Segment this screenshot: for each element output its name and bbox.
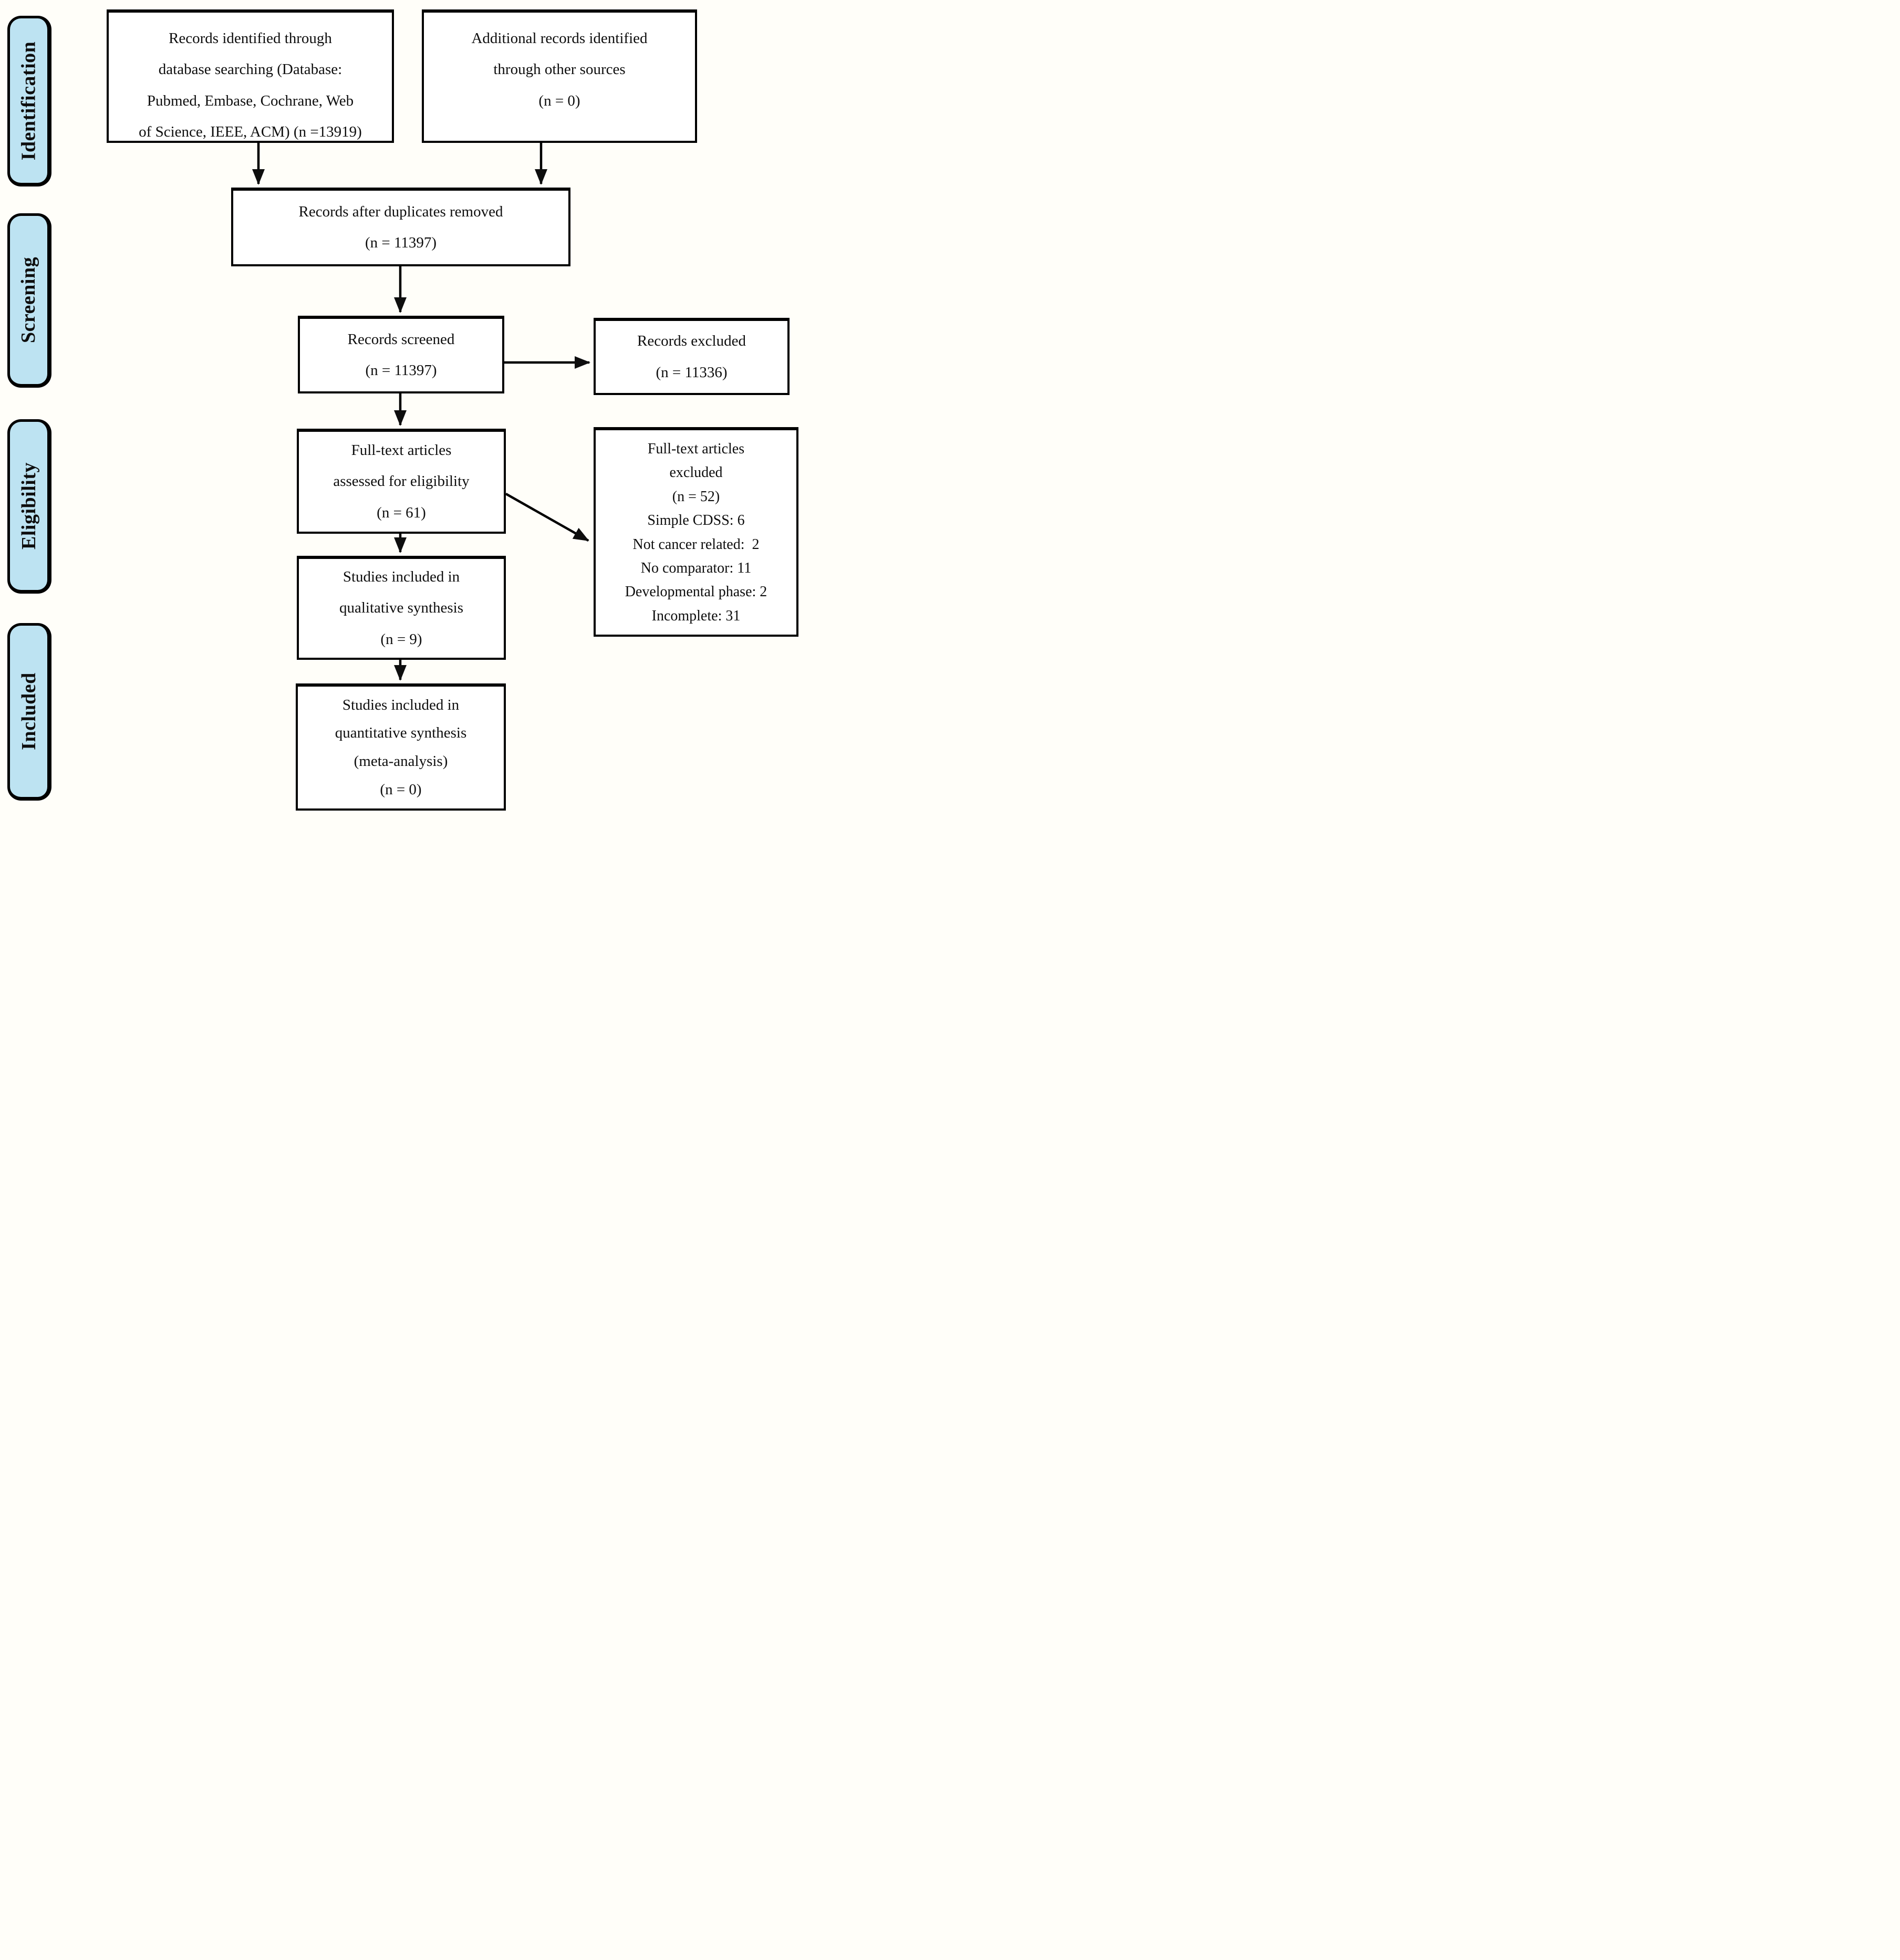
text-line: quantitative synthesis [335,724,467,742]
box-records-screened: Records screened (n = 11397) [298,316,504,393]
text-line: through other sources [493,61,626,78]
text-line: Not cancer related: 2 [632,536,760,553]
text-line: Additional records identified [471,30,648,47]
text-line: Studies included in [342,568,460,585]
stage-label: Included [17,672,40,750]
text-line: (n = 0) [538,92,580,109]
text-line: Records screened [347,330,455,348]
text-line: (n = 61) [377,504,426,521]
text-line: (n = 0) [380,781,422,798]
box-fulltext-assessed-for-eligibility: Full-text articles assessed for eligibili… [297,429,506,534]
text-line: (meta-analysis) [354,753,448,770]
arrow-fulltext-to-fulltext-excluded [505,493,589,542]
stage-label: Identification [17,41,40,160]
text-line: Records after duplicates removed [298,203,503,220]
box-records-excluded: Records excluded (n = 11336) [594,318,790,395]
stage-label: Eligibility [17,462,40,549]
text-line: Full-text articles [647,441,745,458]
box-studies-qualitative-synthesis: Studies included in qualitative synthesis… [297,556,506,660]
stage-eligibility: Eligibility [7,419,51,594]
box-studies-quantitative-synthesis: Studies included in quantitative synthesi… [296,683,506,811]
stage-screening: Screening [7,213,51,388]
text-line: (n = 9) [380,630,422,648]
text-line: Pubmed, Embase, Cochrane, Web [147,92,354,109]
box-additional-records-other-sources: Additional records identified through oth… [422,9,697,143]
text-line: Records excluded [637,333,746,350]
text-line: (n = 52) [672,488,720,505]
text-line: (n = 11336) [656,364,728,381]
box-records-identified-database-searching: Records identified through database searc… [107,9,394,143]
text-line: database searching (Database: [158,61,342,78]
text-line: Incomplete: 31 [651,607,741,624]
text-line: qualitative synthesis [339,599,463,617]
text-line: Simple CDSS: 6 [647,512,745,529]
stage-included: Included [7,623,51,801]
text-line: of Science, IEEE, ACM) (n =13919) [139,123,362,141]
text-line: No comparator: 11 [640,559,752,576]
text-line: (n = 11397) [365,234,437,251]
box-fulltext-excluded-with-reasons: Full-text articles excluded (n = 52) Simple… [594,427,798,637]
text-line: Records identified through [169,30,332,47]
stage-label: Screening [17,256,40,344]
text-line: Studies included in [342,696,460,713]
text-line: assessed for eligibility [333,473,470,490]
box-records-after-duplicates-removed: Records after duplicates removed (n = 113… [231,188,570,266]
text-line: Developmental phase: 2 [625,584,767,600]
text-line: excluded [669,464,723,481]
prisma-flow-diagram: Identification Screening Eligibility Inc… [0,0,814,841]
stage-identification: Identification [7,16,51,186]
text-line: (n = 11397) [365,362,437,379]
text-line: Full-text articles [351,441,452,459]
